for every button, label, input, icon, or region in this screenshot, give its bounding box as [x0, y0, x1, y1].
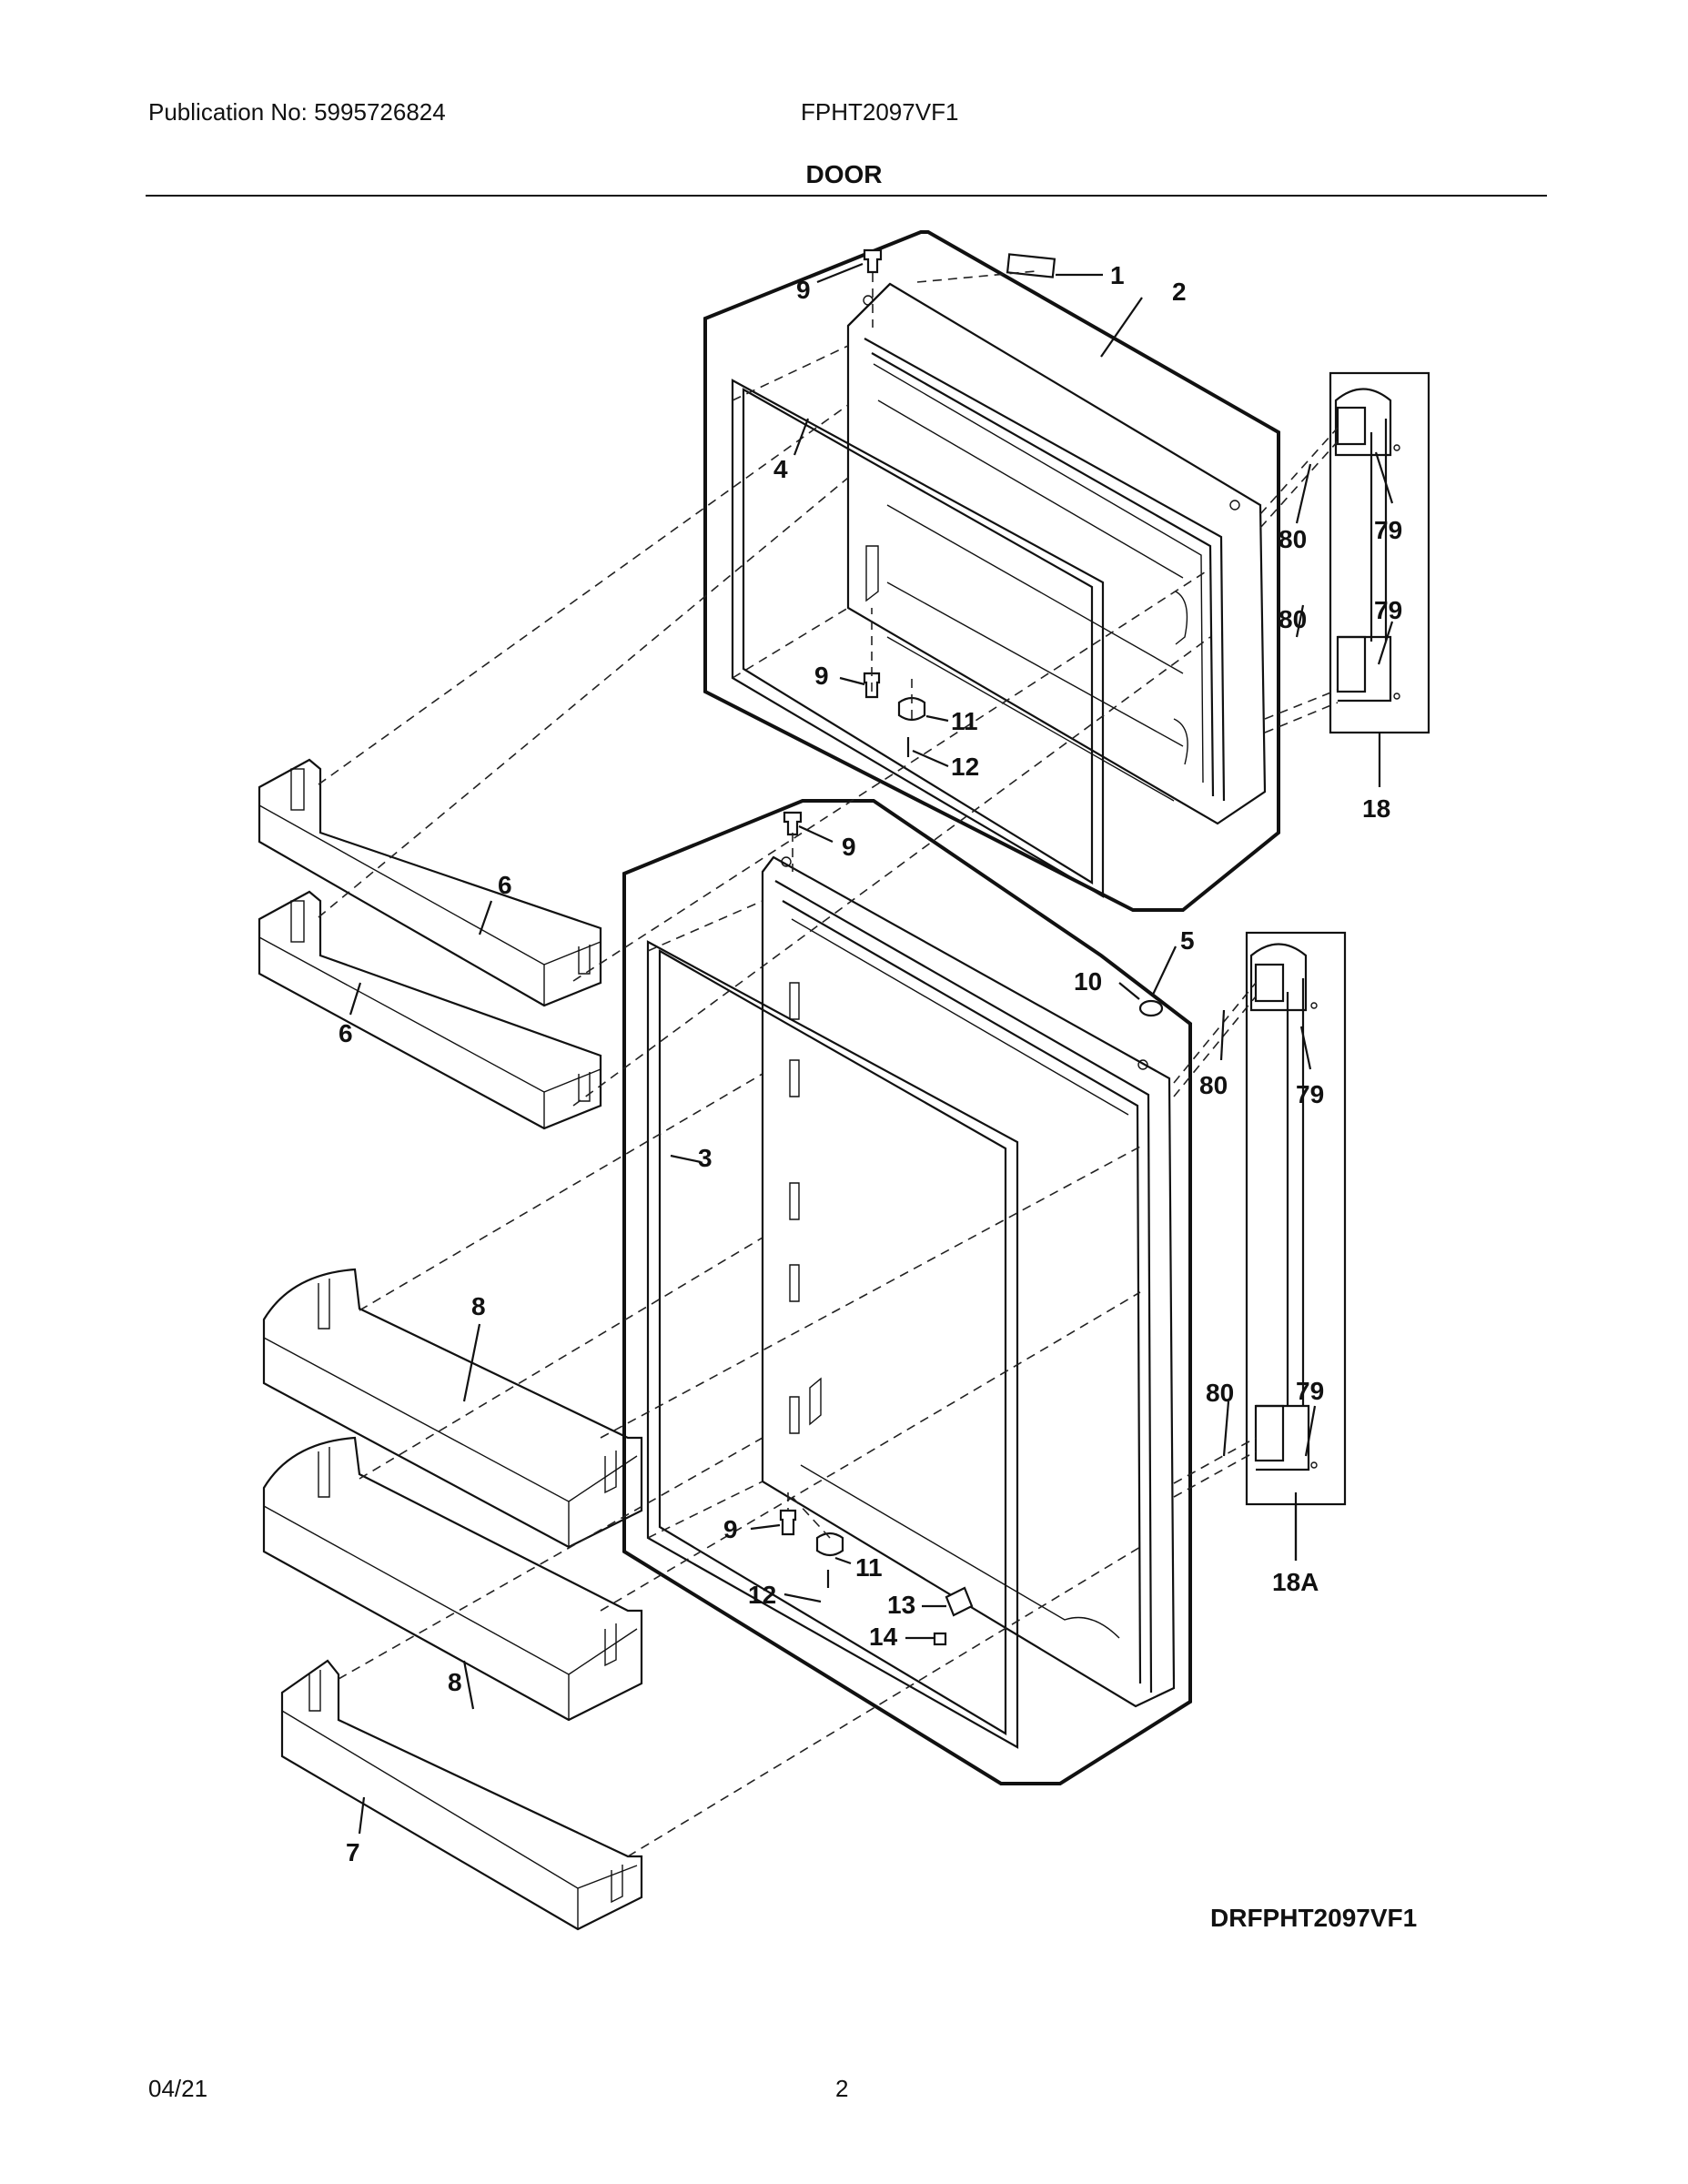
callout-leaders [349, 262, 1394, 1835]
callout-79-upper-b: 79 [1374, 596, 1402, 624]
revision-date: 04/21 [148, 2075, 208, 2102]
lower-handle-box [1245, 931, 1347, 1561]
callout-80-upper-b: 80 [1279, 605, 1307, 633]
callout-80-upper-a: 80 [1279, 525, 1307, 553]
callout-10: 10 [1074, 967, 1102, 996]
callout-12-lower: 12 [748, 1581, 776, 1609]
callout-2: 2 [1172, 278, 1187, 306]
callout-7: 7 [346, 1838, 360, 1866]
freezer-door-gasket [731, 379, 1105, 898]
publication-number: Publication No: 5995726824 [148, 98, 446, 126]
callout-79-lower-a: 79 [1296, 1080, 1324, 1108]
callout-11-upper: 11 [951, 707, 978, 735]
freezer-shelf-bin-upper [258, 758, 602, 1007]
upper-door-group-outline [703, 230, 1280, 912]
callout-12-upper: 12 [951, 753, 979, 781]
door-bin-bottom [280, 1659, 643, 1931]
callout-5: 5 [1180, 926, 1195, 955]
callout-1: 1 [1110, 261, 1125, 289]
callout-79-upper-a: 79 [1374, 516, 1402, 544]
callout-6-lower: 6 [339, 1019, 353, 1047]
callout-9-lower-bottom: 9 [723, 1515, 738, 1543]
callout-9-upper-bottom: 9 [814, 662, 829, 690]
callout-13: 13 [887, 1591, 915, 1619]
callout-14: 14 [869, 1623, 898, 1651]
callout-3: 3 [698, 1144, 713, 1172]
callout-80-lower-b: 80 [1206, 1379, 1234, 1407]
callout-9-lower-top: 9 [842, 833, 856, 861]
callout-79-lower-b: 79 [1296, 1377, 1324, 1405]
callout-18A: 18A [1272, 1568, 1319, 1596]
fresh-food-door-body [761, 855, 1176, 1708]
callout-labels: 1 2 3 4 5 6 6 7 8 8 9 9 9 9 10 11 11 12 … [339, 261, 1402, 1866]
nameplate-part-1 [1006, 253, 1056, 278]
callout-8-lower: 8 [448, 1668, 462, 1696]
door-bin-upper [262, 1268, 643, 1549]
lower-hinge-hardware [779, 811, 1164, 1646]
callout-6-upper: 6 [498, 871, 512, 899]
callout-4: 4 [773, 455, 788, 483]
callout-80-lower-a: 80 [1199, 1071, 1228, 1099]
callout-9-top: 9 [796, 276, 811, 304]
page-number: 2 [835, 2075, 849, 2102]
freezer-shelf-bin-lower [258, 890, 602, 1130]
upper-handle-box [1329, 371, 1430, 787]
section-title: DOOR [805, 160, 883, 188]
freezer-door-body [846, 282, 1267, 825]
fresh-food-door-gasket [646, 940, 1019, 1749]
callout-18: 18 [1362, 794, 1390, 823]
header-divider [146, 195, 1547, 197]
callout-11-lower: 11 [855, 1553, 883, 1582]
door-bin-lower [262, 1436, 643, 1722]
upper-hinge-hardware [863, 248, 926, 757]
model-number: FPHT2097VF1 [801, 98, 959, 126]
diagram-code: DRFPHT2097VF1 [1210, 1904, 1418, 1932]
callout-8-upper: 8 [471, 1292, 486, 1320]
lower-door-group-outline [622, 799, 1192, 1785]
alignment-leader-lines [318, 270, 1339, 1857]
